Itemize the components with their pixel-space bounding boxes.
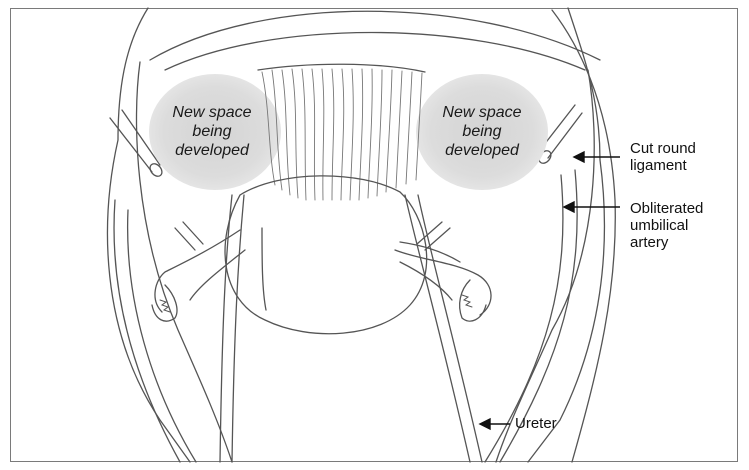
ureter-label: Ureter [515, 415, 557, 432]
umbilical-artery-label: Obliterated umbilical artery [630, 200, 720, 251]
round-ligament-arrowhead [574, 152, 584, 162]
uterus-body [225, 176, 427, 334]
septum-top-edge [258, 64, 425, 72]
left-space-label: New space being developed [157, 103, 267, 160]
left-vessel [114, 200, 180, 462]
pelvic-inner-outline [165, 33, 585, 71]
right-space-label: New space being developed [427, 103, 537, 160]
right-outer-vessel [552, 10, 615, 462]
septum-fibers [262, 69, 422, 200]
round-ligament-label: Cut round ligament [630, 140, 720, 174]
right-fimbria-coil [462, 295, 472, 307]
ureter-arrowhead [480, 419, 490, 429]
left-vessel-2 [128, 210, 196, 462]
right-fimbria [460, 280, 486, 321]
pelvic-outline [150, 11, 600, 60]
left-ligament-stub [175, 222, 203, 250]
umbilical-artery-arrowhead [564, 202, 574, 212]
right-ureter-2 [418, 195, 482, 462]
uterus-inner-line [262, 228, 266, 310]
right-pelvic-wall [528, 8, 604, 462]
right-ureter [405, 195, 470, 462]
left-ureter-2 [232, 195, 244, 462]
